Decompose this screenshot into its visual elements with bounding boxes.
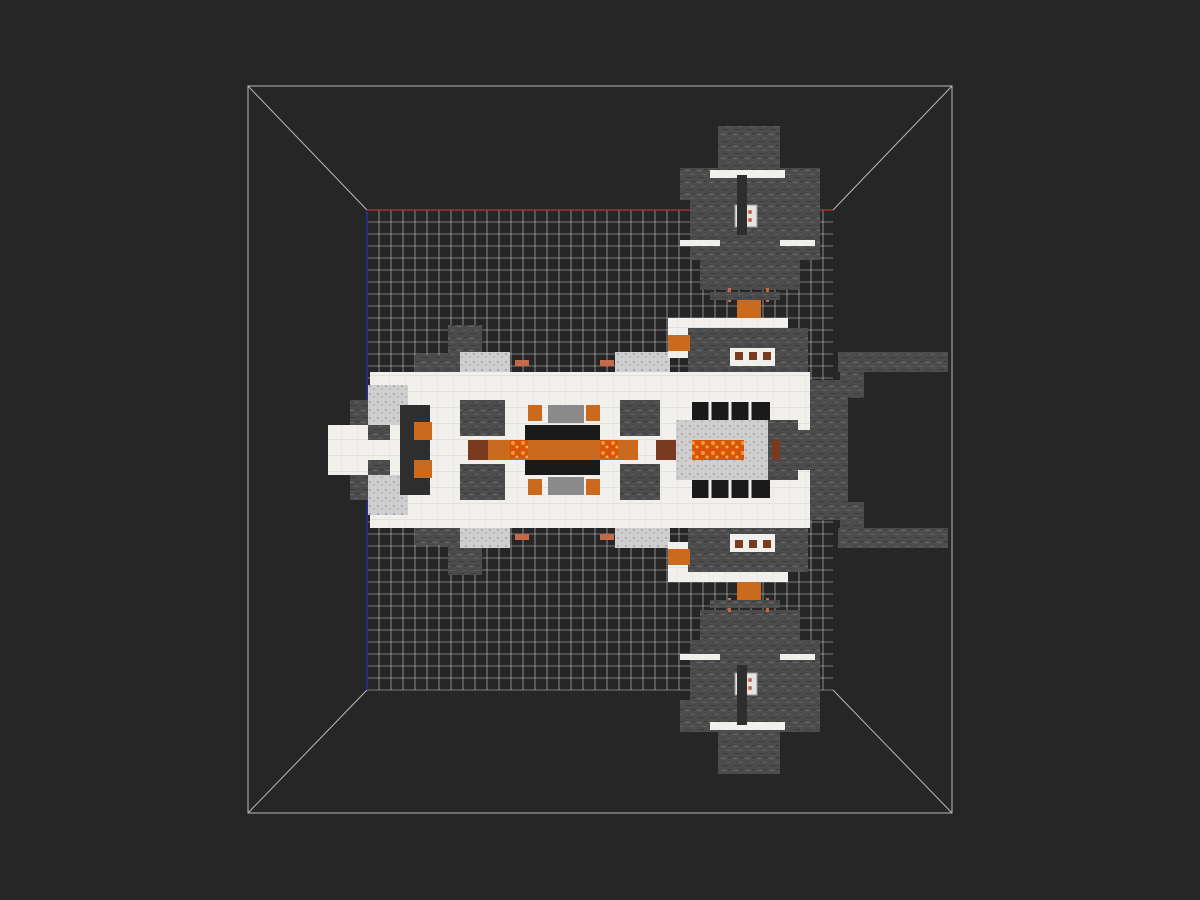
main-hull[interactable] (328, 372, 830, 528)
rear-thrusters[interactable] (808, 352, 948, 548)
upper-turret-pod[interactable] (680, 126, 820, 324)
lower-turret-pod[interactable] (680, 576, 820, 774)
engine-window-slats (708, 402, 752, 498)
spaceship-model[interactable] (328, 126, 948, 774)
bounding-frame (247, 85, 953, 814)
